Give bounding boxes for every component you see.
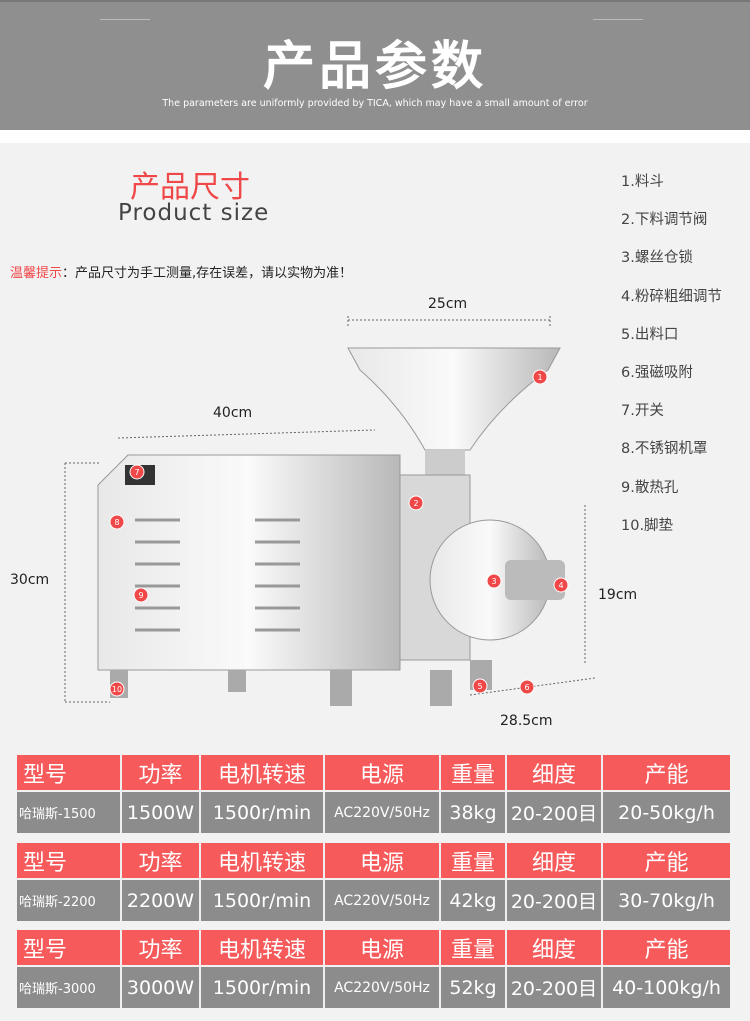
column-header: 型号 — [17, 755, 122, 790]
column-header: 电机转速 — [201, 930, 325, 965]
table-cell: 2200W — [122, 880, 201, 921]
marker-7: 7 — [134, 468, 139, 477]
marker-5: 5 — [477, 682, 482, 691]
dimension-hopper: 25cm — [428, 296, 468, 312]
table-cell: 3000W — [122, 967, 201, 1008]
part-item: 4.粉碎粗细调节 — [621, 288, 722, 305]
marker-2: 2 — [413, 499, 418, 508]
table-cell: 1500r/min — [201, 880, 325, 921]
column-header: 电机转速 — [201, 843, 325, 878]
page-title: 产品参数 — [262, 37, 487, 97]
part-item: 5.出料口 — [621, 326, 679, 343]
column-header: 型号 — [17, 843, 122, 878]
column-header: 电源 — [325, 930, 441, 965]
table-cell: 42kg — [441, 880, 507, 921]
size-title-cn: 产品尺寸 — [130, 170, 250, 205]
table-cell: 20-200目 — [507, 792, 603, 833]
marker-9: 9 — [138, 591, 143, 600]
part-item: 3.螺丝仓锁 — [621, 250, 693, 267]
table-cell: 20-200目 — [507, 880, 603, 921]
frame-line — [593, 19, 643, 20]
part-item: 9.散热孔 — [621, 479, 679, 496]
table-cell: 哈瑞斯-2200 — [17, 880, 122, 921]
table-cell: 20-50kg/h — [603, 792, 730, 833]
dimension-height: 30cm — [10, 572, 50, 588]
table-cell: 1500W — [122, 792, 201, 833]
measurement-tip: 温馨提示：产品尺寸为手工测量,存在误差，请以实物为准！ — [10, 262, 352, 281]
table-cell: 40-100kg/h — [603, 967, 730, 1008]
table-header-row: 型号功率电机转速电源重量细度产能 — [17, 930, 730, 965]
part-item: 2.下料调节阀 — [621, 212, 708, 229]
marker-10: 10 — [112, 685, 122, 694]
column-header: 功率 — [122, 930, 201, 965]
table-cell: 38kg — [441, 792, 507, 833]
tip-label: 温馨提示 — [10, 266, 63, 281]
column-header: 功率 — [122, 843, 201, 878]
table-cell: 30-70kg/h — [603, 880, 730, 921]
table-header-row: 型号功率电机转速电源重量细度产能 — [17, 843, 730, 878]
part-item: 7.开关 — [621, 403, 664, 420]
table-cell: 1500r/min — [201, 967, 325, 1008]
table-cell: AC220V/50Hz — [325, 880, 441, 921]
table-cell: AC220V/50Hz — [325, 792, 441, 833]
part-item: 10.脚垫 — [621, 517, 674, 534]
column-header: 电源 — [325, 843, 441, 878]
column-header: 电机转速 — [201, 755, 325, 790]
dimension-length: 40cm — [213, 405, 253, 421]
column-header: 细度 — [507, 930, 603, 965]
column-header: 功率 — [122, 755, 201, 790]
table-header-row: 型号功率电机转速电源重量细度产能 — [17, 755, 730, 790]
marker-6: 6 — [524, 683, 529, 692]
column-header: 产能 — [603, 930, 730, 965]
header-banner: 产品参数 The parameters are uniformly provid… — [0, 0, 750, 130]
grinder-machine-image: 1 2 3 4 5 6 7 8 9 10 — [64, 316, 596, 706]
size-title-en: Product size — [118, 200, 270, 226]
table-cell: AC220V/50Hz — [325, 967, 441, 1008]
column-header: 重量 — [441, 755, 507, 790]
frame-line — [100, 19, 150, 20]
table-cell: 1500r/min — [201, 792, 325, 833]
parts-list: 1.料斗 2.下料调节阀 3.螺丝仓锁 4.粉碎粗细调节 5.出料口 6.强磁吸… — [621, 170, 722, 552]
marker-1: 1 — [537, 373, 542, 382]
part-item: 6.强磁吸附 — [621, 364, 693, 381]
column-header: 电源 — [325, 755, 441, 790]
page-subtitle: The parameters are uniformly provided by… — [162, 98, 588, 109]
part-item: 1.料斗 — [621, 174, 664, 190]
marker-3: 3 — [491, 577, 496, 586]
column-header: 重量 — [441, 843, 507, 878]
column-header: 型号 — [17, 930, 122, 965]
table-cell: 20-200目 — [507, 967, 603, 1008]
column-header: 细度 — [507, 843, 603, 878]
table-cell: 哈瑞斯-3000 — [17, 967, 122, 1008]
column-header: 产能 — [603, 843, 730, 878]
dimension-depth: 19cm — [598, 587, 638, 603]
column-header: 产能 — [603, 755, 730, 790]
marker-4: 4 — [558, 581, 563, 590]
tip-text: ：产品尺寸为手工测量,存在误差，请以实物为准！ — [62, 266, 353, 281]
dimension-base: 28.5cm — [500, 713, 553, 729]
table-cell: 52kg — [441, 967, 507, 1008]
part-item: 8.不锈钢机罩 — [621, 441, 708, 458]
marker-8: 8 — [114, 518, 119, 527]
table-cell: 哈瑞斯-1500 — [17, 792, 122, 833]
column-header: 细度 — [507, 755, 603, 790]
column-header: 重量 — [441, 930, 507, 965]
